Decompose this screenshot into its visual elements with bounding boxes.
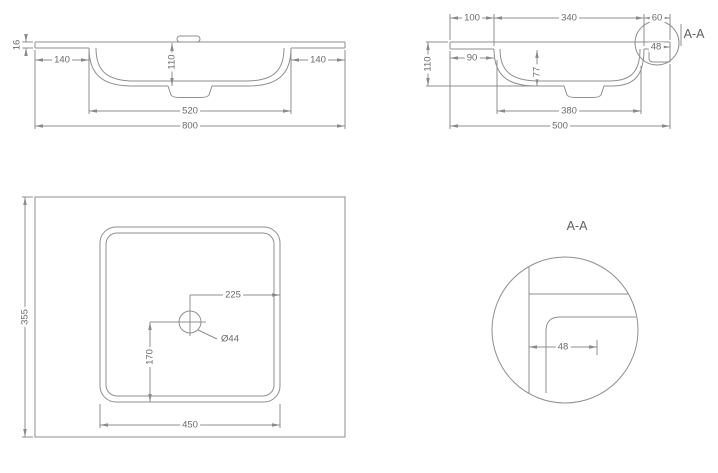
dim-side-front-ledge: 100 bbox=[462, 12, 482, 24]
dim-side-bowl-length: 340 bbox=[559, 12, 579, 24]
dim-side-back-ledge: 60 bbox=[649, 12, 665, 24]
dim-side-front-depth: 90 bbox=[464, 52, 480, 64]
countertop-outline bbox=[449, 41, 671, 63]
dim-front-slab-thickness: 16 bbox=[11, 37, 23, 53]
countertop-outline bbox=[34, 41, 346, 49]
dim-plan-drain-diameter: Ø44 bbox=[219, 333, 241, 345]
extension-lines bbox=[22, 196, 281, 438]
dim-side-edge-return: 48 bbox=[648, 41, 664, 53]
extension-lines bbox=[426, 14, 671, 129]
dim-front-right-offset: 140 bbox=[308, 54, 328, 66]
edge-profile bbox=[528, 267, 636, 393]
side-view bbox=[426, 14, 682, 129]
basin-inner-profile bbox=[95, 47, 285, 82]
dim-side-bowl-bottom-length: 380 bbox=[559, 105, 579, 117]
dim-side-overall-depth: 500 bbox=[550, 120, 570, 132]
dim-front-bowl-depth: 110 bbox=[166, 52, 178, 72]
basin-outer-profile bbox=[88, 47, 292, 98]
dim-front-overall-width: 800 bbox=[180, 120, 200, 132]
dim-plan-bowl-width: 450 bbox=[180, 419, 200, 431]
dim-plan-drain-offset: 170 bbox=[144, 347, 156, 367]
dim-front-bowl-width: 520 bbox=[180, 105, 200, 117]
basin-outer-edge bbox=[99, 226, 281, 403]
basin-outer-profile bbox=[493, 48, 645, 98]
detail-circle bbox=[491, 256, 639, 404]
dim-side-bowl-inner-depth: 77 bbox=[531, 64, 543, 80]
center-and-leader-lines bbox=[150, 295, 218, 340]
detail-view bbox=[491, 256, 639, 404]
dim-side-overall-height: 110 bbox=[422, 54, 434, 74]
dim-front-left-offset: 140 bbox=[52, 54, 72, 66]
basin-inner-edge bbox=[105, 232, 275, 397]
faucet-hole bbox=[176, 35, 201, 43]
basin-inner-profile bbox=[499, 48, 641, 82]
countertop-outline bbox=[34, 196, 346, 438]
detail-title: A-A bbox=[566, 218, 588, 233]
section-mark-label: A-A bbox=[683, 26, 705, 41]
dim-detail-edge-return: 48 bbox=[555, 341, 571, 353]
plan-view bbox=[22, 196, 346, 438]
dim-plan-overall-depth: 355 bbox=[19, 307, 31, 327]
dim-plan-drain-to-edge: 225 bbox=[223, 289, 243, 301]
